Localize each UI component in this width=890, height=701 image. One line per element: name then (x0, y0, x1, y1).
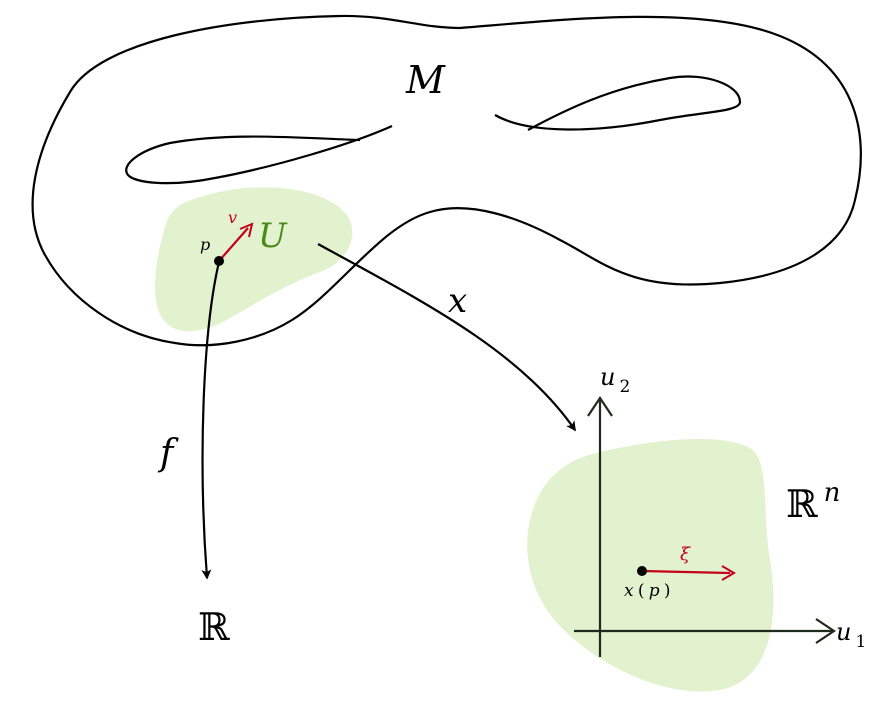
function-map-label: f (157, 433, 179, 474)
euclidean-space-base: ℝ (786, 482, 818, 526)
image-point-x: x (624, 581, 634, 601)
manifold-hole-left (125, 124, 393, 185)
manifold-outline (31, 14, 862, 347)
image-point-dot (637, 566, 647, 576)
euclidean-space-exponent: n (824, 478, 841, 508)
chart-map-label: x (448, 281, 467, 321)
point-label: p (200, 235, 210, 254)
image-vector-xi-head (721, 565, 736, 581)
image-point-p: p (649, 581, 660, 601)
manifold-hole-right (494, 75, 742, 131)
tangent-vector-label: v (228, 208, 237, 227)
manifold-label: M (405, 58, 446, 102)
image-point-close-paren: ) (664, 581, 671, 601)
image-vector-label: ξ (680, 544, 691, 565)
open-set-region (155, 187, 353, 332)
axis-u2-base: u (600, 363, 615, 391)
point-p-dot (214, 256, 224, 266)
image-vector-xi (641, 569, 731, 575)
axis-u1-sub: 1 (855, 632, 866, 652)
chart-map-arrow (317, 243, 576, 432)
tangent-vector-v-head (239, 222, 254, 238)
function-map-arrow (201, 261, 221, 580)
open-set-label: U (258, 216, 288, 256)
axis-u1-base: u (836, 618, 851, 646)
axis-u2-arrowhead (587, 396, 613, 417)
image-region (527, 439, 774, 692)
image-point-label: x ( p ) (624, 581, 671, 601)
axis-u1-arrowhead (815, 618, 836, 644)
tangent-vector-v (218, 227, 249, 262)
axis-u2-label: u 2 (600, 363, 630, 397)
reals-label: ℝ (198, 605, 230, 649)
axis-u2-sub: 2 (619, 377, 630, 397)
image-point-open-paren: ( (638, 581, 645, 601)
euclidean-space-label: ℝ n (786, 478, 840, 526)
axis-u1-label: u 1 (836, 618, 866, 652)
